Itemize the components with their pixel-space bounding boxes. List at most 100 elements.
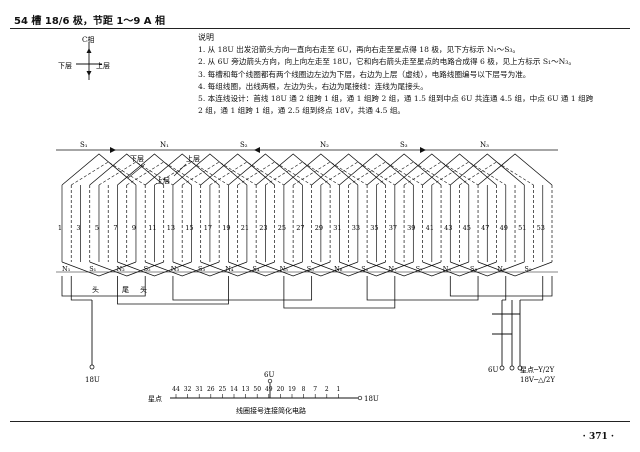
slot-number: 51	[518, 224, 526, 232]
lead-18u-terminal	[89, 364, 95, 370]
current-direction-arrow-icon	[110, 147, 116, 153]
coil-bottom-end	[228, 261, 303, 277]
note-item: 4. 每组线圈，出线两根，左边为头，右边为尾接线：连线为尾接头。	[198, 81, 428, 91]
lead-6u-label: 6U	[488, 366, 498, 374]
page-number: · 371 ·	[582, 432, 614, 442]
pole-top-label: S₃	[400, 141, 408, 149]
group-jumper-line	[61, 276, 146, 297]
coil-top-end-upper	[348, 161, 423, 186]
coil-bottom-end	[145, 261, 220, 277]
simplified-number: 7	[313, 386, 317, 393]
star-connection-label: 星点─Y/2Y	[520, 366, 555, 374]
delta-connection-label: 18V─△/2Y	[520, 376, 555, 384]
footer-rule	[10, 421, 630, 422]
note-item: 3. 每槽和每个线圈都有两个线圈边左边为下层，右边为上层（虚线），电路线圈编号以…	[198, 69, 531, 79]
coil-top-end-upper	[182, 161, 257, 186]
slot-number: 5	[95, 224, 99, 232]
pole-bottom-label: N₁	[62, 265, 71, 273]
current-direction-arrow-icon	[420, 147, 426, 153]
coil-bottom-end	[172, 261, 248, 277]
slot-number: 43	[444, 224, 452, 232]
coil-bottom-end	[339, 261, 414, 277]
slot-number: 23	[259, 224, 267, 232]
coil-top-end	[339, 153, 414, 186]
notes-block: 说明 1. 从 18U 出发沿箭头方向一直向右走至 6U，再向右走至星点得 18…	[198, 32, 598, 117]
coil-bottom-end	[394, 261, 469, 277]
coil-bottom-end	[311, 261, 386, 277]
lead-18v-connection	[520, 276, 544, 301]
slot-number: 7	[113, 224, 117, 232]
pole-top-label: S₁	[80, 141, 88, 149]
lower-layer-pointer	[127, 163, 146, 179]
coil-top-end-upper	[320, 161, 395, 186]
slot-number: 27	[296, 224, 304, 232]
coil-top-end-upper	[71, 161, 146, 186]
coil-top-end	[422, 153, 497, 186]
coil-top-end-upper	[126, 161, 201, 186]
pole-bottom-label: N₆	[334, 265, 343, 273]
notes-heading: 说明	[198, 33, 214, 42]
simplified-number: 14	[230, 386, 238, 393]
pole-bottom-label: S₈	[470, 265, 477, 273]
coil-top-end	[61, 153, 137, 186]
pole-bottom-label: N₇	[388, 265, 397, 273]
lead-18u-connection	[70, 276, 92, 301]
slot-number: 41	[426, 224, 434, 232]
simplified-number: 1	[336, 386, 340, 393]
simplified-number: 20	[277, 386, 285, 393]
simplified-6u-terminal	[267, 378, 273, 384]
coil-top-end	[89, 153, 164, 186]
coil-bottom-end	[117, 261, 192, 277]
group-jumper-line	[449, 276, 553, 297]
pole-bottom-label: S₉	[524, 265, 531, 273]
pole-top-label: S₂	[240, 141, 248, 149]
slot-number: 53	[537, 224, 545, 232]
coil-top-end	[394, 153, 470, 186]
pole-bottom-label: N₃	[171, 265, 180, 273]
lower-layer-label: 下层	[130, 155, 144, 163]
simplified-end-label: 18U	[364, 395, 379, 403]
slot-number: 21	[241, 224, 249, 232]
lead-18u-label: 18U	[85, 376, 100, 384]
coil-bottom-end	[61, 261, 137, 277]
pole-bottom-label: S₇	[416, 265, 423, 273]
slot-number: 29	[315, 224, 323, 232]
pole-bottom-label: S₅	[307, 265, 314, 273]
coil-top-end-upper	[376, 161, 451, 186]
slot-number: 35	[370, 224, 378, 232]
simplified-number: 49	[265, 386, 273, 393]
slot-number: 31	[333, 224, 341, 232]
slot-number: 37	[389, 224, 397, 232]
pole-bottom-label: N₉	[497, 265, 506, 273]
slot-number: 17	[204, 224, 212, 232]
tail-label: 尾	[122, 286, 129, 294]
coil-top-end-upper	[431, 161, 506, 186]
slot-number: 49	[500, 224, 508, 232]
pole-bottom-label: S₄	[252, 265, 259, 273]
coil-top-end	[255, 153, 331, 186]
slot-number: 47	[481, 224, 489, 232]
coil-top-end	[477, 153, 553, 186]
coil-bottom-end	[283, 261, 358, 277]
note-item: 2. 从 6U 旁边箭头方向，向上向左走至 18U，它和向右箭头走至星点的电路合…	[198, 57, 576, 67]
slot-number: 39	[407, 224, 415, 232]
coil-top-end-upper	[237, 161, 312, 186]
coil-top-end-upper	[292, 161, 368, 186]
upper-layer-label-2: 上层	[156, 176, 170, 185]
key-up-label: C相	[82, 35, 94, 44]
pole-bottom-label: S₃	[198, 265, 205, 273]
coil-top-end-upper	[459, 161, 534, 186]
coil-top-end-upper	[403, 161, 479, 186]
slot-number: 9	[132, 224, 136, 232]
coil-top-end	[200, 153, 275, 186]
coil-top-end	[117, 153, 192, 186]
pole-top-label: N₁	[160, 141, 169, 149]
coil-bottom-end	[200, 261, 275, 277]
pole-bottom-label: S₆	[361, 265, 368, 273]
lead-star-terminal	[509, 365, 515, 371]
pole-bottom-label: N₈	[443, 265, 452, 273]
